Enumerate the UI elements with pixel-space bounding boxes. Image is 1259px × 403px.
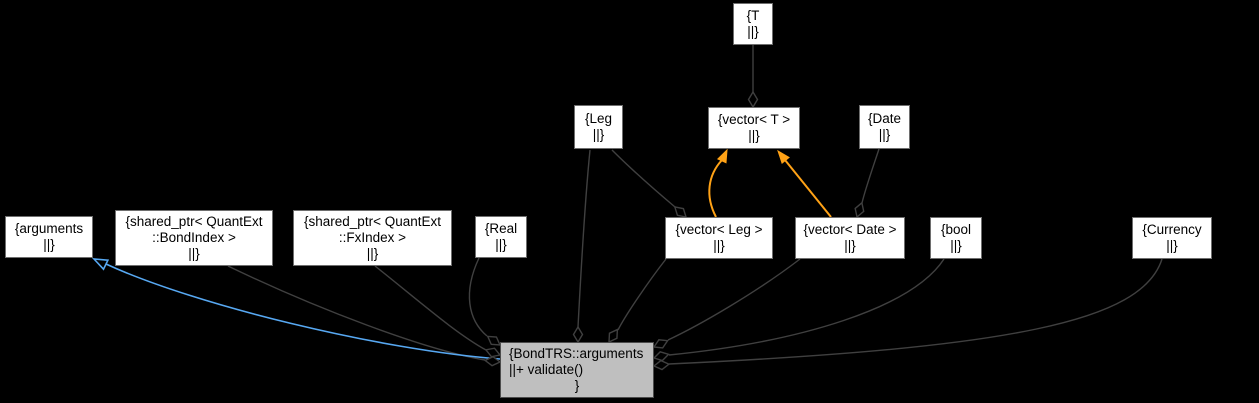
edge-vector-date-to-vector-t-template <box>784 159 832 218</box>
node-bool[interactable]: {bool ||} <box>930 217 982 259</box>
edge-bondindex-to-main <box>227 265 486 361</box>
node-vector-leg[interactable]: {vector< Leg > ||} <box>665 217 773 259</box>
node-bondtrs-arguments-main: {BondTRS::arguments ||+ validate() } <box>500 342 654 398</box>
edge-fxindex-to-main <box>374 265 487 351</box>
aggregation-diamond-main-vector-date <box>652 339 669 349</box>
edge-vector-leg-to-vector-t-template <box>708 159 723 218</box>
edge-date-to-vector-date <box>861 148 880 204</box>
aggregation-diamond-main-fxindex <box>484 347 502 358</box>
template-arrowhead-left <box>716 148 728 164</box>
edge-real-to-main <box>468 257 488 337</box>
node-t[interactable]: {T ||} <box>733 3 773 45</box>
edge-main-to-arguments-inheritance <box>105 263 501 360</box>
edge-vector-leg-to-main <box>617 258 667 331</box>
node-arguments[interactable]: {arguments ||} <box>5 216 93 258</box>
edge-leg-to-main <box>577 149 591 328</box>
node-currency[interactable]: {Currency ||} <box>1132 217 1212 259</box>
edge-leg-to-vector-leg <box>611 149 676 208</box>
node-date[interactable]: {Date ||} <box>859 105 910 149</box>
edge-bool-to-main <box>668 258 945 356</box>
node-real[interactable]: {Real ||} <box>475 216 527 258</box>
node-shared-ptr-bondindex[interactable]: {shared_ptr< QuantExt ::BondIndex > ||} <box>115 210 273 266</box>
aggregation-diamond-main-leg <box>572 325 584 344</box>
aggregation-diamond-vector-t <box>747 90 759 109</box>
inheritance-open-arrowhead <box>91 258 110 271</box>
edge-vector-date-to-main <box>667 258 801 341</box>
template-arrowhead-right <box>777 149 790 165</box>
aggregation-diamond-main-bondindex <box>483 355 502 367</box>
aggregation-diamond-main-real <box>486 335 502 346</box>
node-leg[interactable]: {Leg ||} <box>574 105 623 149</box>
aggregation-diamond-main-currency <box>652 359 671 371</box>
aggregation-diamond-vector-leg <box>673 206 688 218</box>
aggregation-diamond-main-vector-leg <box>608 328 619 344</box>
node-vector-t[interactable]: {vector< T > ||} <box>708 107 800 149</box>
edge-currency-to-main <box>668 258 1163 365</box>
aggregation-diamond-main-bool <box>652 351 670 362</box>
aggregation-diamond-vector-date <box>854 201 865 219</box>
node-shared-ptr-fxindex[interactable]: {shared_ptr< QuantExt ::FxIndex > ||} <box>293 210 452 266</box>
node-vector-date[interactable]: {vector< Date > ||} <box>795 217 905 259</box>
